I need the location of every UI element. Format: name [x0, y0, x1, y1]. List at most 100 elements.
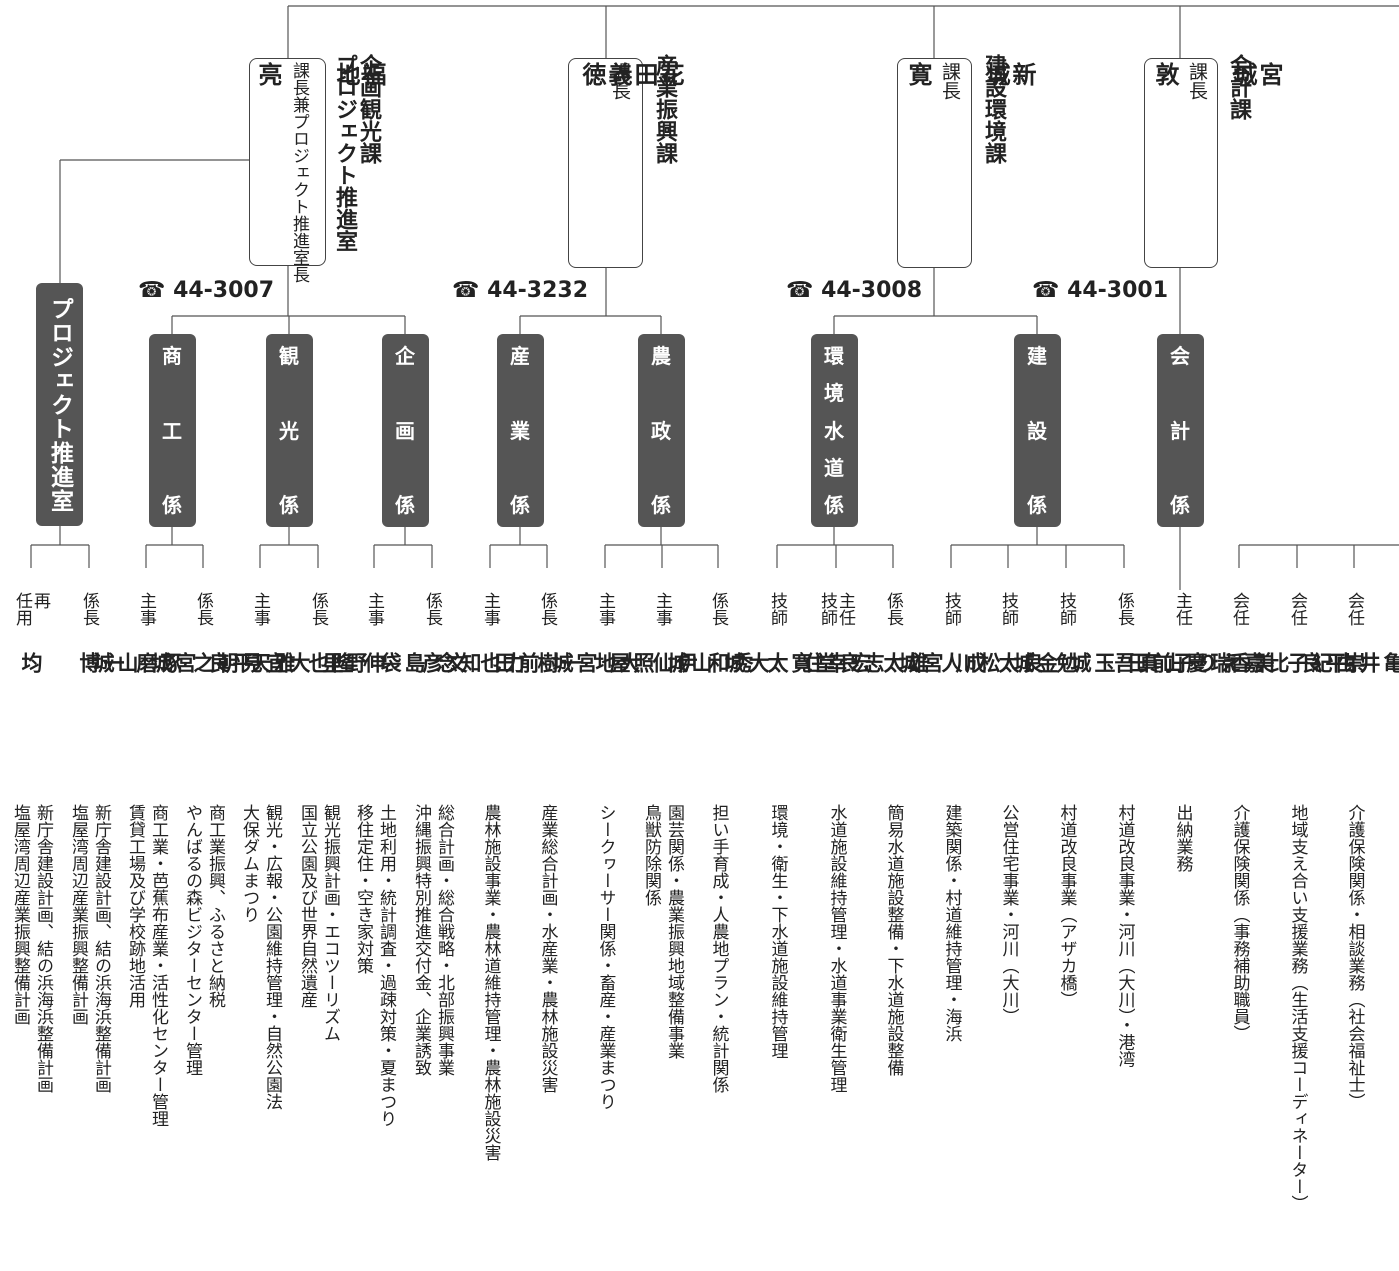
section-box: 会計係: [1156, 334, 1204, 527]
staff-duty: 地域支え合い支援業務（生活支援コーディネーター）: [1287, 804, 1308, 1212]
staff-title: 係長: [883, 592, 903, 626]
chief-role-kikaku: 課長兼プロジェクト推進室長: [289, 62, 309, 283]
section-box: 環境水道係: [810, 334, 858, 527]
staff-title: 係長: [537, 592, 557, 626]
section-char: 環: [824, 344, 844, 368]
section-char: 係: [395, 493, 415, 517]
staff-name: 玉 城 良 太: [996, 652, 1116, 673]
section-char: 境: [824, 381, 844, 406]
staff-name: 前 田 文 彦: [420, 652, 540, 673]
section-char: 建: [1027, 344, 1047, 368]
phone-kaikei: ☎ 44-3001: [1032, 278, 1169, 303]
section-char: 業: [510, 418, 530, 443]
staff-name: 瑞 慶 山 真 吾: [1112, 652, 1232, 673]
chief-box-kaikei: [1144, 58, 1218, 268]
staff-title: 技師: [941, 592, 961, 626]
dept-name-kikaku: 企画観光課 プロジェクト推進室: [332, 54, 381, 252]
section-char: 係: [162, 493, 182, 517]
section-char: 観: [279, 344, 299, 368]
staff-duty: 村道改良事業・河川（大川）・港湾: [1114, 804, 1135, 1068]
dept-name-kensetsu: 建設環境課: [981, 54, 1006, 164]
section-char: 会: [1170, 344, 1190, 368]
staff-duty: 水道施設維持管理・水道事業衛生管理: [826, 804, 847, 1093]
chief-name-kaikei: 宮 城 敦: [1151, 62, 1283, 86]
phone-sangyo: ☎ 44-3232: [452, 278, 589, 303]
section-char: 係: [1170, 493, 1190, 517]
staff-title: 主事: [652, 592, 672, 626]
staff-title: 係長: [422, 592, 442, 626]
staff-duty: 農林施設事業・農林道維持管理・農林施設災害: [480, 804, 501, 1161]
section-char: 道: [824, 455, 844, 480]
staff-title: 係長: [308, 592, 328, 626]
staff-title: 主事: [250, 592, 270, 626]
section-char: 農: [651, 344, 671, 368]
staff-title: 主任: [1172, 592, 1192, 626]
staff-title: 技師: [1056, 592, 1076, 626]
section-char: 計: [1170, 418, 1190, 443]
staff-name: 金 城 成 人: [939, 652, 1059, 673]
section-char: 政: [651, 418, 671, 443]
section-char: 係: [510, 493, 530, 517]
staff-title: 技師: [767, 592, 787, 626]
staff-title: 会任: [1287, 592, 1307, 626]
dept-name-kaikei: 会計課: [1226, 54, 1251, 120]
staff-name: 宮 城 一 博: [77, 652, 197, 673]
staff-name: 平 良 琢 磨: [134, 652, 254, 673]
chief-role-sangyo: 課長: [609, 62, 631, 100]
section-char: 係: [651, 493, 671, 517]
staff-title: 主任 技師: [817, 592, 855, 626]
staff-duty: 観光・広報・公園維持管理・自然公園法 大保ダムまつり: [239, 804, 282, 1110]
staff-name: 大 宜 見 朝 之: [191, 652, 311, 673]
staff-name: 宮 城 力 也: [478, 652, 598, 673]
staff-name: 大 城 伊 仙: [650, 652, 770, 673]
staff-title: 会任: [1229, 592, 1249, 626]
staff-title: 係長: [1114, 592, 1134, 626]
staff-name: 島 袋 隆 也: [306, 652, 426, 673]
staff-name: 志 良 堂 寛 太: [765, 652, 885, 673]
staff-duty: 出納業務: [1172, 804, 1193, 872]
staff-duty: 環境・衛生・下水道施設維持管理: [767, 804, 788, 1059]
staff-name: 亀 井 由 紀 子: [1285, 652, 1399, 673]
staff-name: 松 川 雄 太: [881, 652, 1001, 673]
staff-duty: 土地利用・統計調査・過疎対策・夏まつり 移住定住・空き家対策: [353, 804, 396, 1127]
section-char: 画: [395, 418, 415, 443]
staff-name: 住 秀 和: [706, 652, 826, 673]
staff-name: 照 屋 一 樹: [535, 652, 655, 673]
staff-title: 係長: [708, 592, 728, 626]
staff-name: 山 城 大 地: [593, 652, 713, 673]
staff-duty: 商工業・芭蕉布産業・活性化センター管理 賃貸工場及び学校跡地活用: [125, 804, 168, 1127]
staff-duty: 総合計画・総合戦略・北部振興事業 沖縄振興特別推進交付金、企業誘致: [411, 804, 454, 1076]
staff-name: 上 柴 崇: [1342, 652, 1366, 673]
staff-duty: 簡易水道施設整備・下水道施設整備: [883, 804, 904, 1076]
section-char: 工: [162, 418, 182, 443]
staff-duty: 介護保険関係（事務補助職員）: [1229, 804, 1250, 1042]
section-box: 観光係: [265, 334, 313, 527]
section-char: 商: [162, 344, 182, 368]
section-char: 係: [824, 493, 844, 517]
staff-title: 係長: [193, 592, 213, 626]
staff-title: 会任: [1344, 592, 1364, 626]
staff-name: 前 田 勉: [1054, 652, 1174, 673]
section-char: 企: [395, 344, 415, 368]
staff-name: 野 里 雅 天: [248, 652, 368, 673]
section-char: 産: [510, 344, 530, 368]
staff-title: 主事: [136, 592, 156, 626]
staff-name: 知 念 伸: [362, 652, 482, 673]
staff-duty: シークヮーサー関係・畜産・産業まつり: [595, 804, 616, 1110]
project-office-box: プロジェクト推進室: [36, 283, 83, 526]
staff-title: 再 任用: [12, 592, 50, 626]
staff-duty: 公営住宅事業・河川（大川）: [998, 804, 1019, 1025]
staff-duty: 新庁舎建設計画、結の浜海浜整備計画 塩屋湾周辺産業振興整備計画: [10, 804, 53, 1093]
staff-duty: 新庁舎建設計画、結の浜海浜整備計画 塩屋湾周辺産業振興整備計画: [68, 804, 111, 1093]
chief-box-kikaku: [249, 58, 326, 266]
chief-name-kensetsu: 新 城 寛: [904, 62, 1036, 86]
staff-duty: 商工業振興、ふるさと納税 やんばるの森ビジターセンター管理: [182, 804, 225, 1076]
staff-duty: 介護保険関係・相談業務（社会福祉士）: [1344, 804, 1365, 1110]
staff-name: 宮 城 宏 幸: [824, 652, 944, 673]
chief-box-kensetsu: [897, 58, 972, 268]
staff-title: 係長: [79, 592, 99, 626]
staff-duty: 村道改良事業（アザカ橋）: [1056, 804, 1077, 1008]
staff-duty: 担い手育成・人農地プラン・統計関係: [708, 804, 729, 1093]
section-char: 水: [824, 418, 844, 443]
